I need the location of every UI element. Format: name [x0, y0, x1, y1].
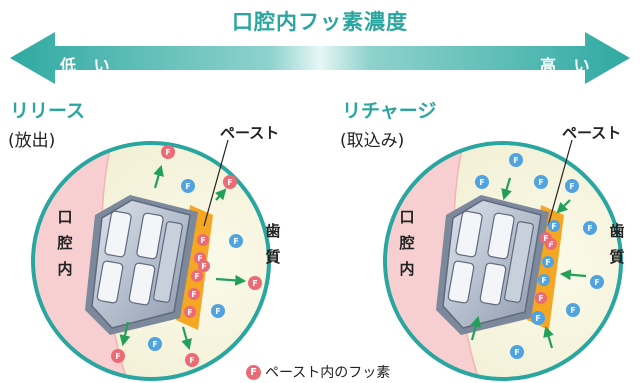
- arrow-high-label: 高 い: [540, 56, 596, 75]
- svg-text:F: F: [569, 182, 574, 191]
- release-free-fluoride: F F F F F F F F F: [111, 145, 262, 367]
- svg-text:F: F: [548, 240, 553, 249]
- recharge-mouth-char-3: 内: [399, 260, 415, 278]
- fluoride-marker-icon: F: [246, 364, 261, 380]
- svg-text:F: F: [152, 340, 157, 349]
- svg-text:F: F: [479, 178, 484, 187]
- release-mouth-char-1: 口: [57, 208, 73, 226]
- release-circle-border: [31, 141, 271, 381]
- svg-text:F: F: [514, 348, 519, 357]
- recharge-tooth-char-2: 質: [609, 248, 625, 266]
- recharge-subtitle: (取込み): [340, 131, 405, 151]
- svg-text:F: F: [513, 156, 518, 165]
- svg-text:F: F: [233, 237, 238, 246]
- recharge-paste-fluoride: F F F F F F: [535, 220, 560, 304]
- release-subtitle: (放出): [8, 131, 56, 151]
- svg-text:F: F: [538, 178, 543, 187]
- svg-text:F: F: [570, 306, 575, 315]
- svg-text:F: F: [252, 279, 257, 288]
- page-title: 口腔内フッ素濃度: [232, 10, 408, 34]
- svg-text:F: F: [215, 307, 220, 316]
- arrow-low-label: 低 い: [60, 56, 116, 75]
- svg-text:F: F: [227, 178, 232, 187]
- svg-text:F: F: [535, 314, 540, 323]
- release-paste-fluoride: F F F F F F: [184, 234, 210, 318]
- concentration-arrow: [10, 32, 630, 84]
- recharge-arrows: [470, 177, 587, 349]
- release-paste-label: ペースト: [220, 124, 280, 142]
- svg-text:F: F: [551, 222, 556, 231]
- recharge-mouth-char-1: 口: [399, 208, 415, 226]
- legend: F ペースト内のフッ素: [246, 362, 390, 382]
- svg-text:F: F: [587, 224, 592, 233]
- release-mouth-label: 口 腔 内: [56, 204, 74, 282]
- svg-text:F: F: [197, 254, 202, 263]
- svg-text:F: F: [543, 234, 548, 243]
- release-tooth-label: 歯 質: [264, 218, 282, 270]
- recharge-paste-pointer: [547, 139, 573, 227]
- release-arrows: [119, 164, 247, 351]
- svg-text:F: F: [538, 294, 543, 303]
- svg-text:F: F: [200, 236, 205, 245]
- recharge-bracket-illustration: [436, 195, 564, 335]
- svg-text:F: F: [545, 258, 550, 267]
- recharge-circle-border: [383, 141, 623, 381]
- release-paste-pointer: [203, 139, 229, 227]
- release-tooth-char-2: 質: [265, 248, 281, 266]
- recharge-paste-label: ペースト: [562, 124, 622, 142]
- svg-text:F: F: [115, 352, 120, 361]
- release-mouth-char-2: 腔: [57, 234, 73, 252]
- release-bracket-illustration: [85, 195, 213, 335]
- svg-text:F: F: [541, 276, 546, 285]
- release-mouth-char-3: 内: [57, 260, 73, 278]
- svg-text:F: F: [187, 308, 192, 317]
- recharge-tooth-char-1: 歯: [609, 222, 625, 240]
- svg-text:F: F: [594, 278, 599, 287]
- svg-text:F: F: [165, 148, 170, 157]
- svg-text:F: F: [185, 182, 190, 191]
- svg-text:F: F: [189, 356, 194, 365]
- release-title: リリース: [10, 100, 86, 122]
- recharge-mouth-label: 口 腔 内: [398, 204, 416, 282]
- release-tooth-char-1: 歯: [265, 222, 281, 240]
- recharge-free-fluoride: F F F F F F F F F: [475, 153, 604, 359]
- svg-text:F: F: [194, 272, 199, 281]
- svg-text:F: F: [191, 290, 196, 299]
- recharge-mouth-char-2: 腔: [399, 234, 415, 252]
- legend-text: ペースト内のフッ素: [265, 365, 391, 381]
- svg-text:F: F: [201, 262, 206, 271]
- recharge-tooth-label: 歯 質: [608, 218, 626, 270]
- recharge-title: リチャージ: [342, 100, 437, 122]
